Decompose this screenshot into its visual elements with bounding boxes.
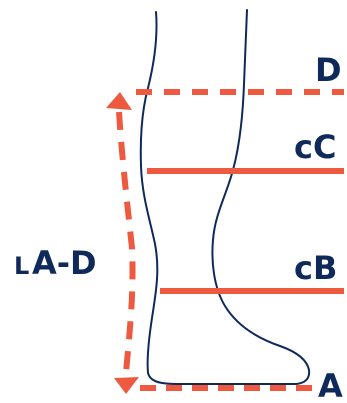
level-lines bbox=[136, 89, 344, 391]
length-a-d-shaft bbox=[116, 111, 136, 373]
leg-back-contour bbox=[139, 9, 311, 385]
label-c-c: cC bbox=[294, 128, 336, 166]
label-d: D bbox=[315, 51, 342, 89]
label-c-b: cB bbox=[294, 249, 337, 287]
length-a-d-arrow bbox=[106, 92, 139, 394]
leg-outline bbox=[139, 9, 311, 385]
arrowhead-down-icon bbox=[114, 377, 139, 394]
labels: D cC cB A L A-D bbox=[14, 51, 343, 403]
label-l-small: L bbox=[14, 252, 29, 280]
arrowhead-up-icon bbox=[106, 92, 132, 110]
label-length-a-d: A-D bbox=[32, 244, 97, 282]
label-a: A bbox=[318, 367, 343, 403]
